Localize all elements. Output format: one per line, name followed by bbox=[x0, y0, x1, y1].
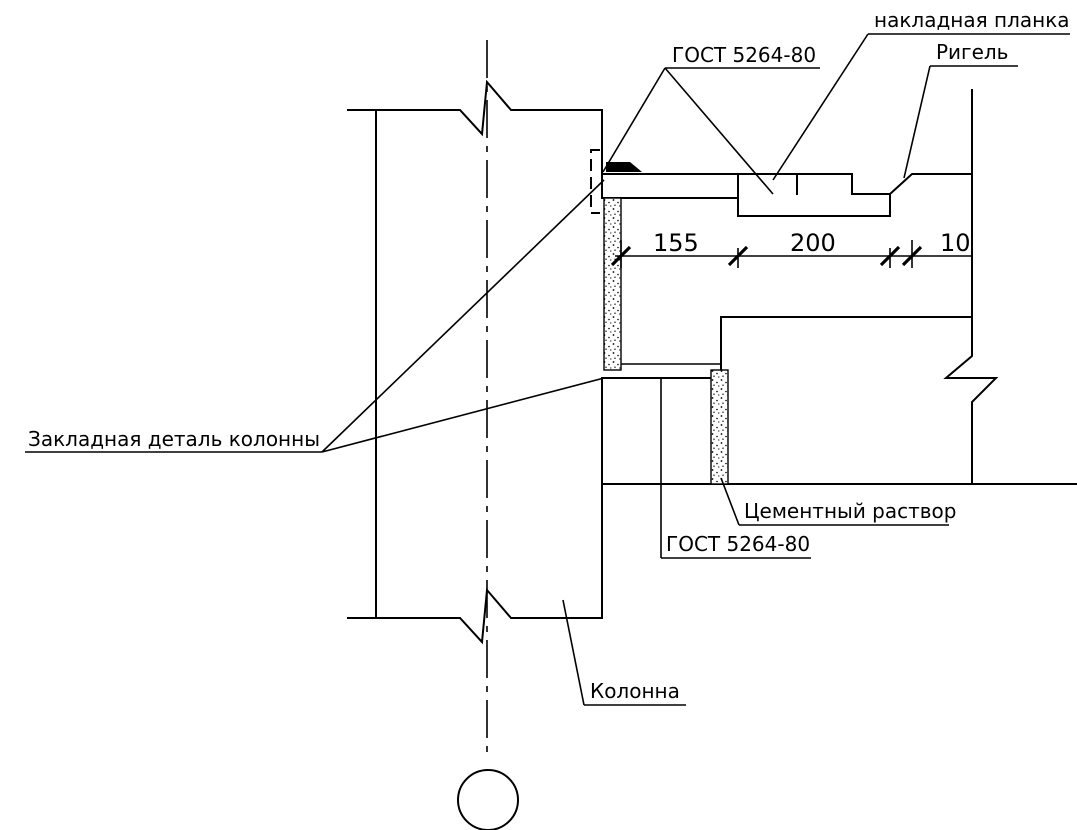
dim-tick-4 bbox=[901, 245, 923, 267]
label-beam: Ригель bbox=[936, 40, 1008, 64]
dim-10: 10 bbox=[940, 229, 971, 257]
dim-tick-2 bbox=[727, 245, 749, 267]
label-embedded-part: Закладная деталь колонны bbox=[28, 427, 320, 451]
label-column: Колонна bbox=[590, 679, 680, 703]
cement-mortar-lower bbox=[710, 369, 729, 485]
label-cement-mortar: Цементный раствор bbox=[744, 499, 957, 523]
leader-beam: Ригель bbox=[903, 40, 1018, 179]
dim-tick-3 bbox=[879, 245, 901, 267]
column bbox=[347, 79, 1077, 645]
label-gost-bottom: ГОСТ 5264-80 bbox=[666, 532, 810, 556]
label-cover-plate: накладная планка bbox=[874, 8, 1070, 32]
leader-gost-top: ГОСТ 5264-80 bbox=[602, 43, 820, 195]
label-gost-top: ГОСТ 5264-80 bbox=[672, 43, 816, 67]
dim-155: 155 bbox=[653, 229, 699, 257]
leader-gost-bottom: ГОСТ 5264-80 bbox=[660, 378, 811, 559]
axis-marker-circle bbox=[457, 769, 519, 830]
dim-tick-1 bbox=[610, 245, 632, 267]
dimension-line: 155 200 10 bbox=[610, 229, 972, 268]
cement-mortar-vertical bbox=[603, 197, 622, 371]
cover-plate bbox=[737, 173, 891, 217]
leader-cement-mortar: Цементный раствор bbox=[720, 477, 957, 526]
dim-200: 200 bbox=[790, 229, 836, 257]
leader-cover-plate: накладная планка bbox=[772, 8, 1070, 181]
leader-embedded-part: Закладная деталь колонны bbox=[25, 179, 605, 453]
embedded-part-dashes bbox=[590, 149, 721, 379]
column-axis bbox=[457, 40, 519, 830]
leader-column: Колонна bbox=[562, 599, 686, 706]
weld-mark bbox=[606, 162, 642, 172]
